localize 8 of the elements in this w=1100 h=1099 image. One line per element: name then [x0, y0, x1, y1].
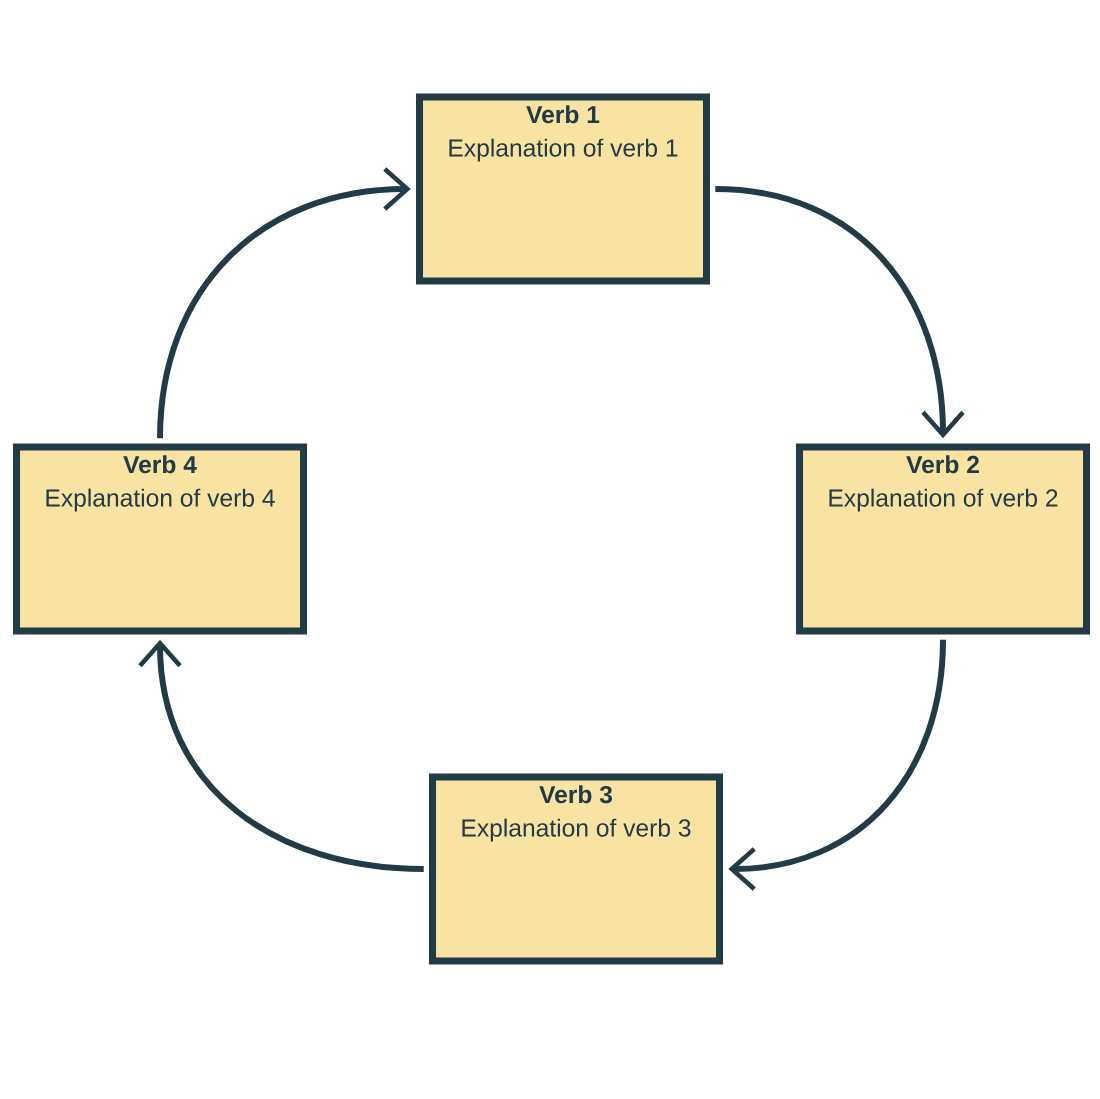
- arrow: [157, 167, 411, 439]
- process-box: Verb 3 Explanation of verb 3: [429, 773, 724, 965]
- process-box: Verb 1 Explanation of verb 1: [416, 93, 711, 285]
- process-box: Verb 2 Explanation of verb 2: [796, 443, 1091, 635]
- arrow: [715, 186, 965, 439]
- process-box: Verb 4 Explanation of verb 4: [13, 443, 308, 635]
- arrow: [728, 639, 946, 891]
- arrow: [138, 639, 424, 872]
